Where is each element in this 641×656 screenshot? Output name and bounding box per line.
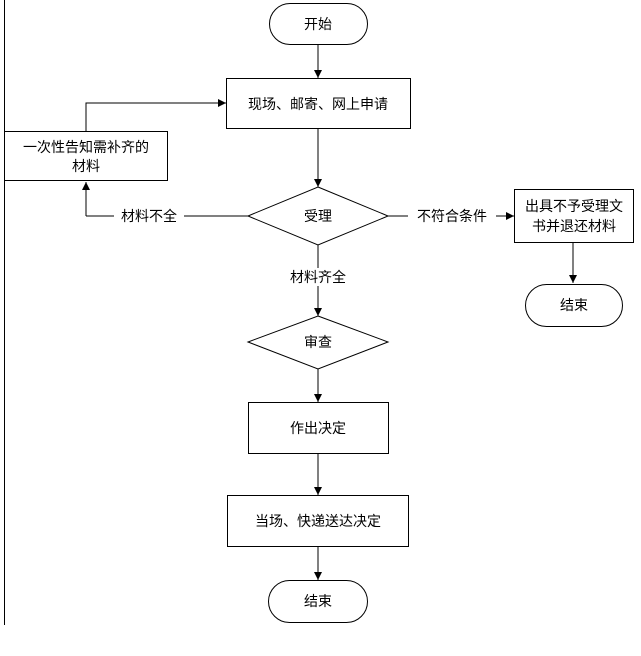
reject-label-line-2: 书并退还材料 bbox=[532, 219, 616, 235]
decide-label: 作出决定 bbox=[290, 421, 346, 437]
deliver-label: 当场、快递送达决定 bbox=[255, 514, 381, 530]
decide-node: 作出决定 bbox=[248, 402, 389, 454]
end-terminator-shape bbox=[268, 580, 368, 623]
edge-label-noncompliant: 不符合条件 bbox=[417, 208, 487, 225]
label-mask bbox=[114, 207, 184, 225]
label-mask bbox=[282, 268, 354, 286]
notify-box bbox=[4, 131, 168, 181]
end-reject-terminator-shape bbox=[525, 284, 623, 327]
accept-label: 受理 bbox=[304, 209, 332, 225]
start-label: 开始 bbox=[304, 17, 332, 33]
deliver-box bbox=[227, 495, 409, 547]
label-mask bbox=[408, 207, 496, 225]
end-node: 结束 bbox=[268, 580, 368, 623]
apply-label: 现场、邮寄、网上申请 bbox=[248, 96, 388, 113]
accept-diamond bbox=[246, 186, 390, 246]
end-label: 结束 bbox=[304, 594, 332, 610]
review-node: 审查 bbox=[246, 315, 390, 370]
edge-label-complete: 材料齐全 bbox=[290, 269, 346, 286]
notify-label-line-2: 材料 bbox=[72, 159, 100, 175]
notify-label-line-1: 一次性告知需补齐的 bbox=[23, 139, 149, 156]
reject-node: 出具不予受理文 书并退还材料 bbox=[514, 189, 634, 243]
deliver-node: 当场、快递送达决定 bbox=[227, 495, 409, 547]
start-node: 开始 bbox=[269, 3, 368, 45]
reject-label-line-1: 出具不予受理文 bbox=[525, 199, 623, 215]
decide-box bbox=[248, 402, 389, 454]
reject-box bbox=[514, 189, 634, 243]
notify-node: 一次性告知需补齐的 材料 bbox=[4, 131, 168, 181]
review-diamond bbox=[246, 315, 390, 370]
start-terminator-shape bbox=[269, 3, 368, 45]
review-label: 审查 bbox=[304, 335, 332, 351]
edge-label-incomplete: 材料不全 bbox=[121, 208, 177, 225]
apply-node: 现场、邮寄、网上申请 bbox=[226, 78, 411, 129]
apply-box bbox=[226, 78, 411, 129]
connector-notify-apply bbox=[85, 99, 226, 131]
end-reject-node: 结束 bbox=[525, 284, 623, 327]
accept-node: 受理 bbox=[246, 186, 390, 246]
end-reject-label: 结束 bbox=[560, 298, 588, 314]
